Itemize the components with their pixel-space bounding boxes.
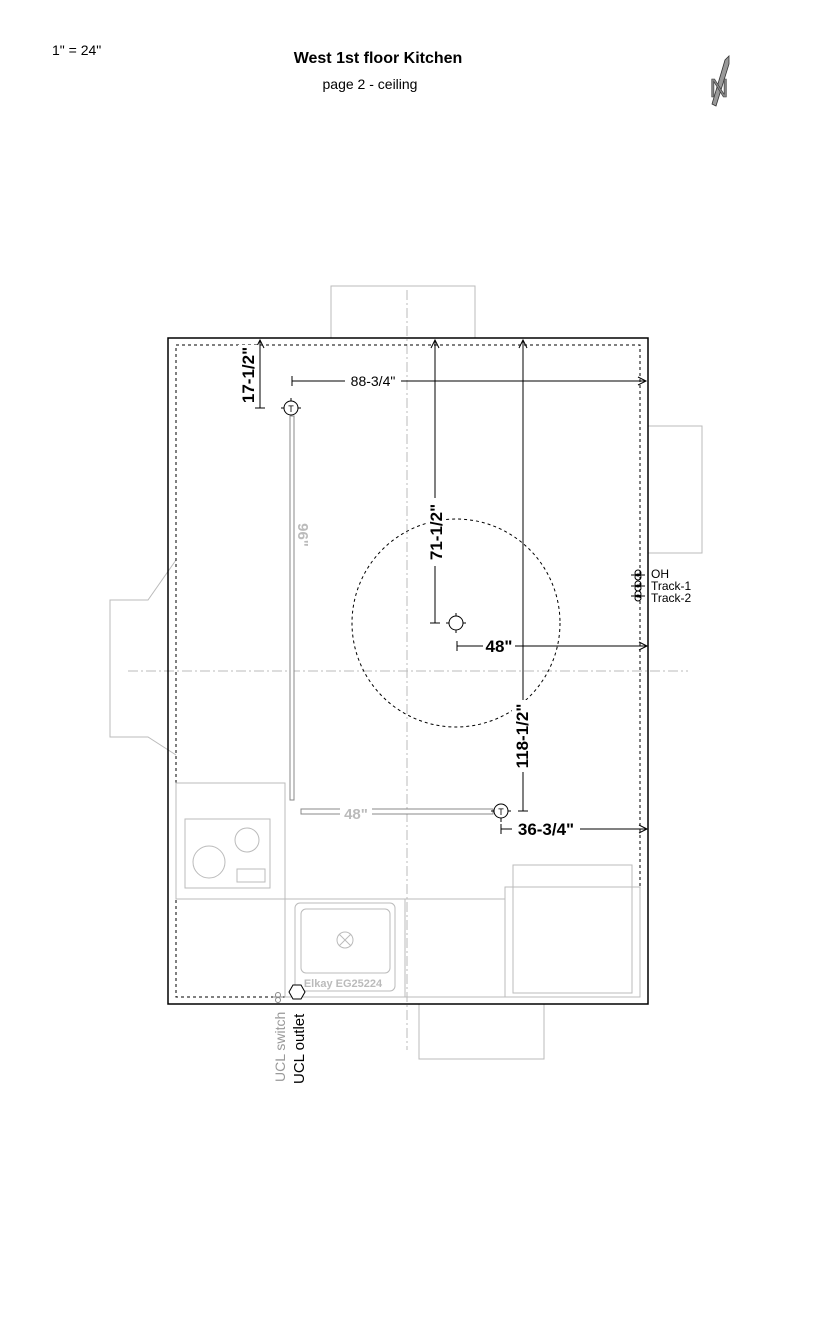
scale-label: 1" = 24": [52, 42, 101, 58]
dimension-top-offset: 17-1/2": [239, 347, 258, 403]
switch-group: OH Track-1 Track-2: [631, 567, 692, 605]
north-arrow-icon: N: [709, 55, 730, 107]
page-subtitle: page 2 - ceiling: [323, 76, 418, 92]
south-window: [418, 1003, 545, 1060]
track-horizontal-length: 48": [344, 806, 368, 823]
dimension-track-to-east-wall: 88-3/4": [351, 373, 396, 389]
track-vertical: [289, 415, 295, 801]
burner-icon: [234, 827, 260, 853]
west-bay: [109, 559, 177, 756]
track-head-icon: T: [491, 803, 511, 822]
dimension-light-from-north: 71-1/2": [427, 504, 446, 560]
switch-label-oh: OH: [651, 567, 669, 581]
switch-label-track-1: Track-1: [651, 579, 692, 593]
switch-icon: [631, 590, 645, 602]
track-horizontal: [300, 808, 494, 815]
cooktop-controls: [236, 868, 266, 883]
dimension-track-end-from-north: 118-1/2": [513, 704, 532, 769]
switch-icon: [631, 580, 645, 592]
track-head-icon: T: [281, 398, 301, 416]
burner-icon: [192, 845, 226, 879]
ucl-switch-icon: [273, 992, 283, 1003]
dimension-track-end-to-east-wall: 36-3/4": [518, 820, 574, 839]
stove-cabinet: [175, 782, 286, 900]
ucl-outlet-label: UCL outlet: [291, 1013, 308, 1084]
switch-icon: [631, 569, 645, 581]
base-cabinet: [404, 898, 506, 998]
refrigerator-door: [512, 864, 633, 994]
sink: [294, 902, 396, 992]
cooktop: [184, 818, 271, 889]
track-vertical-length: 96": [294, 523, 311, 547]
switch-label-track-2: Track-2: [651, 591, 692, 605]
north-label: N: [710, 73, 729, 103]
ucl-outlet-icon: [288, 984, 306, 1000]
cabinets: Elkay EG25224: [175, 782, 641, 998]
ceiling-light-icon: [446, 613, 466, 633]
refrigerator: [504, 886, 641, 998]
page-title: West 1st floor Kitchen: [294, 50, 463, 67]
north-window: [330, 285, 476, 339]
east-window: [647, 425, 703, 554]
light-spread: [351, 518, 561, 728]
sink-label: Elkay EG25224: [304, 978, 383, 990]
ucl-switch-label: UCL switch: [272, 1012, 288, 1082]
dimension-light-to-east-wall: 48": [486, 637, 513, 656]
drain-icon: [336, 931, 354, 949]
svg-text:T: T: [498, 807, 504, 817]
sink-basin: [300, 908, 391, 974]
room-outline: [167, 337, 649, 1005]
svg-text:T: T: [288, 404, 294, 414]
